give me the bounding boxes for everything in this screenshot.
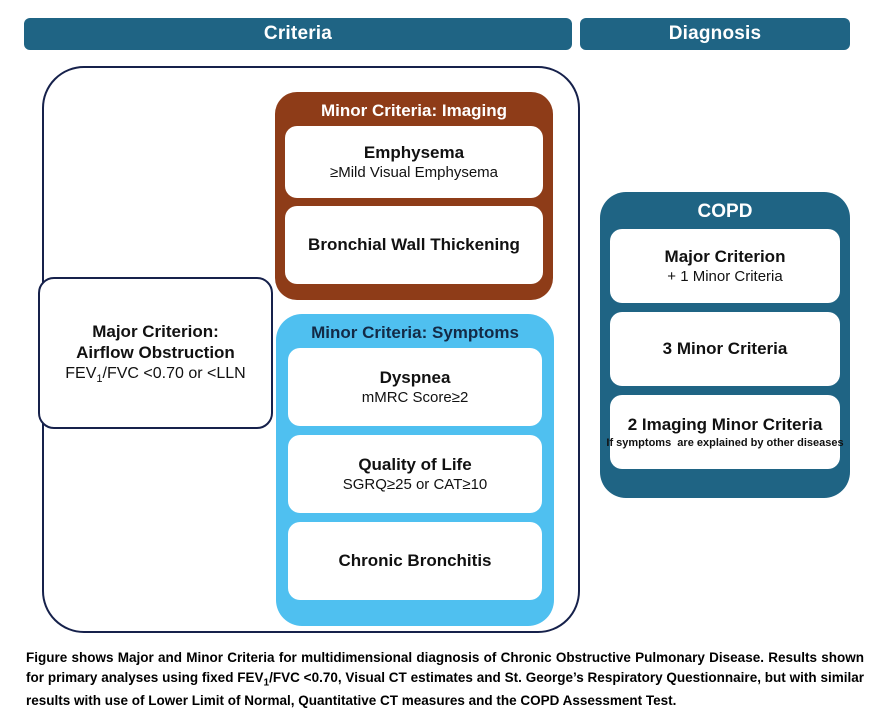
header-diagnosis: Diagnosis [580, 18, 850, 50]
major-criterion-detail: FEV1/FVC <0.70 or <LLN [65, 365, 245, 385]
symptoms-card-dyspnea-title: Dyspnea [379, 367, 451, 387]
symptoms-card-chronic-bronchitis-title: Chronic Bronchitis [338, 550, 492, 570]
symptoms-panel-title: Minor Criteria: Symptoms [311, 323, 519, 342]
imaging-card-emphysema-title: Emphysema [363, 142, 465, 162]
symptoms-card-quality-of-life: Quality of Life SGRQ≥25 or CAT≥10 [288, 435, 542, 513]
copd-panel-title: COPD [697, 201, 753, 222]
major-criterion-detail-prefix: FEV [65, 365, 97, 383]
copd-card-two-imaging-minor-criteria-note: If symptoms are explained by other disea… [606, 436, 844, 449]
symptoms-card-quality-of-life-sub: SGRQ≥25 or CAT≥10 [342, 476, 488, 494]
copd-card-two-imaging-minor-criteria-title: 2 Imaging Minor Criteria [627, 415, 823, 435]
copd-diagnosis-panel: COPD Major Criterion + 1 Minor Criteria … [600, 192, 850, 498]
copd-card-two-imaging-minor-criteria: 2 Imaging Minor Criteria If symptoms are… [606, 395, 844, 469]
header-diagnosis-label: Diagnosis [668, 23, 762, 44]
imaging-panel-title: Minor Criteria: Imaging [320, 101, 508, 120]
copd-card-major-criterion-title: Major Criterion [664, 246, 786, 266]
figure-caption: Figure shows Major and Minor Criteria fo… [26, 648, 864, 710]
copd-card-three-minor-criteria: 3 Minor Criteria [610, 312, 840, 386]
figure-caption-subscript: 1 [263, 677, 270, 689]
minor-criteria-symptoms-panel: Minor Criteria: Symptoms Dyspnea mMRC Sc… [276, 314, 554, 626]
major-criterion-line2: Airflow Obstruction [76, 342, 235, 362]
symptoms-card-dyspnea: Dyspnea mMRC Score≥2 [288, 348, 542, 426]
imaging-card-emphysema: Emphysema ≥Mild Visual Emphysema [285, 126, 543, 198]
major-criterion-detail-suffix: /FVC <0.70 or <LLN [102, 365, 246, 383]
imaging-card-bronchial-wall-thickening-title: Bronchial Wall Thickening [308, 234, 520, 254]
major-criterion-line1: Major Criterion: [92, 321, 219, 341]
figure-caption-part1: Figure shows Major and Minor Criteria fo… [26, 650, 864, 685]
figure-caption-part2: /FVC <0.70, Visual CT estimates and St. … [26, 669, 864, 708]
header-criteria-label: Criteria [263, 23, 333, 44]
symptoms-card-dyspnea-sub: mMRC Score≥2 [361, 389, 469, 407]
copd-card-three-minor-criteria-title: 3 Minor Criteria [662, 338, 788, 358]
imaging-card-bronchial-wall-thickening: Bronchial Wall Thickening [285, 206, 543, 284]
copd-card-major-criterion: Major Criterion + 1 Minor Criteria [610, 229, 840, 303]
header-criteria: Criteria [24, 18, 572, 50]
minor-criteria-imaging-panel: Minor Criteria: Imaging Emphysema ≥Mild … [275, 92, 553, 300]
imaging-card-emphysema-sub: ≥Mild Visual Emphysema [329, 164, 499, 182]
copd-card-major-criterion-sub: + 1 Minor Criteria [667, 268, 783, 286]
major-criterion-card: Major Criterion: Airflow Obstruction FEV… [38, 277, 273, 429]
symptoms-card-chronic-bronchitis: Chronic Bronchitis [288, 522, 542, 600]
major-criterion-detail-subscript: 1 [96, 373, 103, 386]
symptoms-card-quality-of-life-title: Quality of Life [358, 454, 472, 474]
